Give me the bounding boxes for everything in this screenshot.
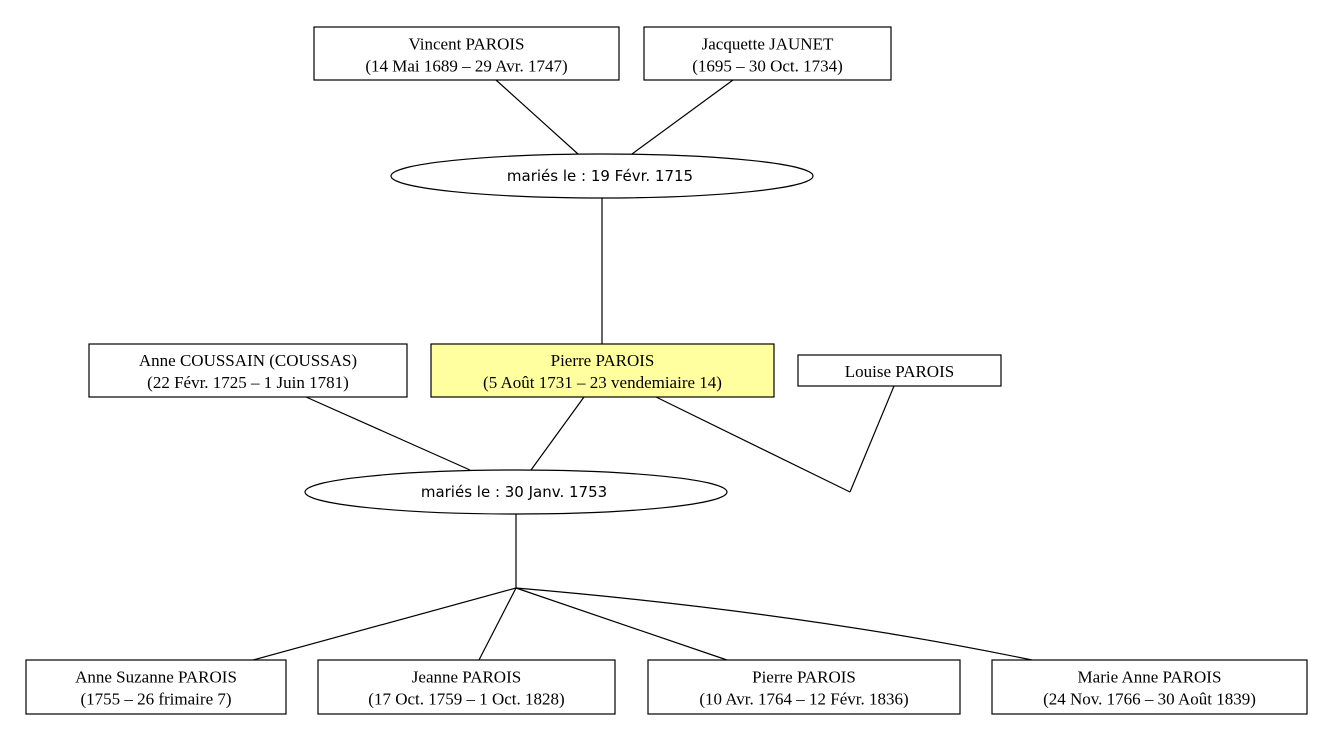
person-vincent-parois[interactable]: Vincent PAROIS (14 Mai 1689 – 29 Avr. 17… <box>313 26 620 81</box>
person-name: Louise PAROIS <box>845 362 954 381</box>
person-louise-parois[interactable]: Louise PAROIS <box>797 354 1002 387</box>
person-name: Marie Anne PAROIS <box>1078 668 1222 687</box>
person-pierre-parois-focus[interactable]: Pierre PAROIS (5 Août 1731 – 23 vendemia… <box>430 343 775 398</box>
person-box <box>643 26 892 81</box>
person-name: Jacquette JAUNET <box>702 35 834 54</box>
person-anne-suzanne-parois[interactable]: Anne Suzanne PAROIS (1755 – 26 frimaire … <box>25 659 287 715</box>
person-name: Anne Suzanne PAROIS <box>75 668 237 687</box>
person-name: Pierre PAROIS <box>752 668 856 687</box>
person-marie-anne-parois[interactable]: Marie Anne PAROIS (24 Nov. 1766 – 30 Aoû… <box>991 659 1308 715</box>
person-dates: (1695 – 30 Oct. 1734) <box>692 57 843 76</box>
person-box <box>88 343 408 398</box>
person-box <box>797 354 1002 387</box>
person-box <box>313 26 620 81</box>
marriage-label: mariés le : 19 Févr. 1715 <box>507 167 693 185</box>
edge-jacquette-to-marriage-1715 <box>631 79 734 155</box>
person-name: Vincent PAROIS <box>409 35 525 54</box>
edge-pierre-to-louise-junction <box>655 396 851 493</box>
person-name: Anne COUSSAIN (COUSSAS) <box>139 351 357 370</box>
marriage-ellipse <box>304 469 728 515</box>
person-box <box>25 659 287 715</box>
marriage-1753[interactable]: mariés le : 30 Janv. 1753 <box>304 469 728 515</box>
person-dates: (1755 – 26 frimaire 7) <box>80 690 231 709</box>
person-box <box>317 659 616 715</box>
person-name: Jeanne PAROIS <box>412 668 521 687</box>
person-jacquette-jaunet[interactable]: Jacquette JAUNET (1695 – 30 Oct. 1734) <box>643 26 892 81</box>
edge-hub-to-jeanne <box>478 587 517 661</box>
marriage-label: mariés le : 30 Janv. 1753 <box>421 483 607 501</box>
person-dates: (14 Mai 1689 – 29 Avr. 1747) <box>365 57 567 76</box>
person-anne-coussain[interactable]: Anne COUSSAIN (COUSSAS) (22 Févr. 1725 –… <box>88 343 408 398</box>
marriage-ellipse <box>390 153 814 199</box>
edge-vincent-to-marriage-1715 <box>495 79 579 155</box>
edge-hub-to-anne-suzanne <box>252 587 517 661</box>
person-name: Pierre PAROIS <box>551 351 655 370</box>
person-pierre-parois-junior[interactable]: Pierre PAROIS (10 Avr. 1764 – 12 Févr. 1… <box>647 659 961 715</box>
person-box-highlighted <box>430 343 775 398</box>
person-dates: (10 Avr. 1764 – 12 Févr. 1836) <box>699 690 908 709</box>
edge-louise-to-junction <box>849 385 895 493</box>
person-jeanne-parois[interactable]: Jeanne PAROIS (17 Oct. 1759 – 1 Oct. 182… <box>317 659 616 715</box>
person-dates: (5 Août 1731 – 23 vendemiaire 14) <box>483 373 722 392</box>
person-dates: (22 Févr. 1725 – 1 Juin 1781) <box>147 373 349 392</box>
person-dates: (17 Oct. 1759 – 1 Oct. 1828) <box>368 690 564 709</box>
edge-pierre-to-marriage-1753 <box>530 396 585 471</box>
person-box <box>991 659 1308 715</box>
edge-hub-to-pierre-jr <box>515 587 728 661</box>
tree-connectors <box>252 79 1033 661</box>
person-dates: (24 Nov. 1766 – 30 Août 1839) <box>1043 690 1256 709</box>
person-box <box>647 659 961 715</box>
edge-hub-to-marie-anne <box>515 587 1033 661</box>
edge-anne-coussain-to-marriage-1753 <box>305 396 471 471</box>
marriage-1715[interactable]: mariés le : 19 Févr. 1715 <box>390 153 814 199</box>
